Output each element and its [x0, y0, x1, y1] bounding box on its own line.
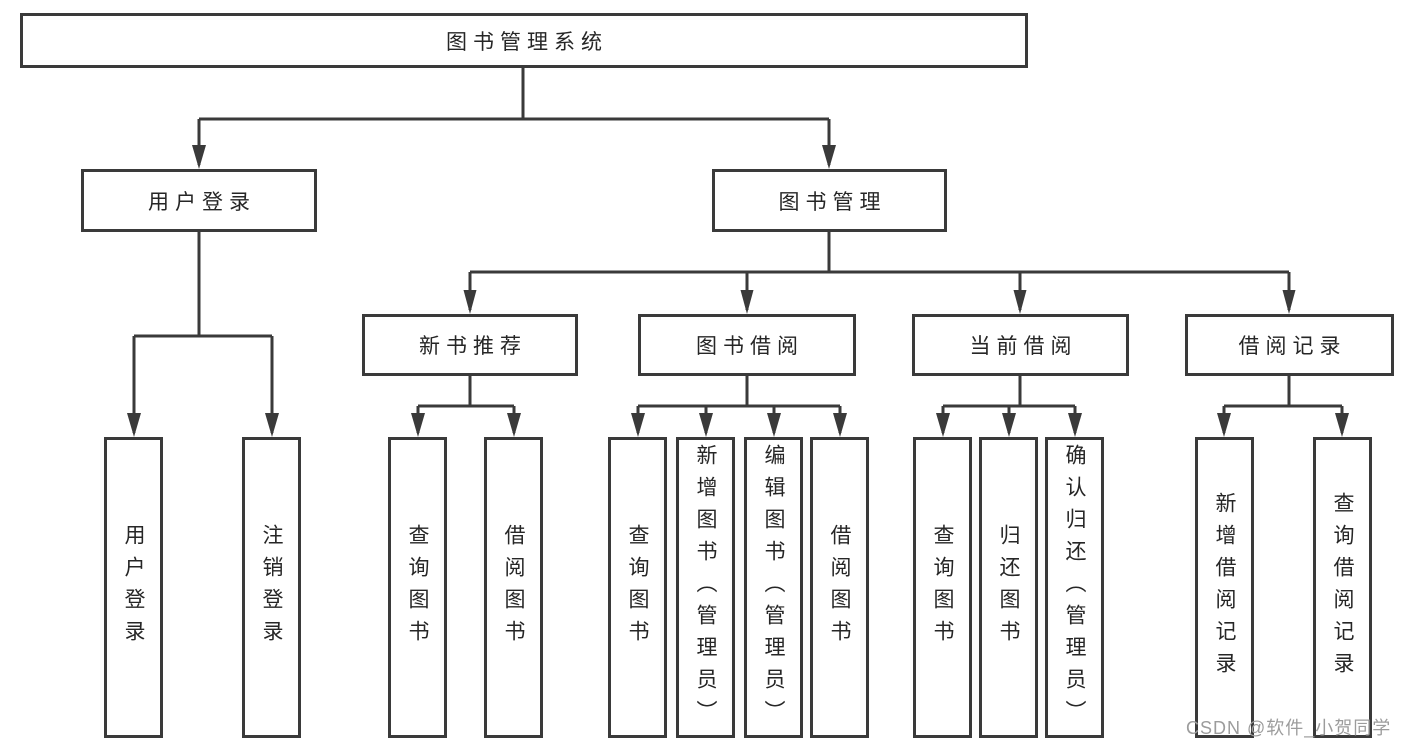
node-query-borrowing-record: 查询借阅记录	[1313, 437, 1372, 738]
node-book-borrowing: 图书借阅	[638, 314, 856, 376]
node-user-login-group: 用户登录	[81, 169, 317, 232]
arrowheads	[127, 145, 1349, 437]
node-confirm-return-admin: 确认归还（管理员）	[1045, 437, 1104, 738]
node-borrow-books-recommend: 借阅图书	[484, 437, 543, 738]
node-new-book-recommendation: 新书推荐	[362, 314, 578, 376]
node-query-books-borrowing: 查询图书	[608, 437, 667, 738]
node-add-borrowing-record: 新增借阅记录	[1195, 437, 1254, 738]
node-query-books-recommend: 查询图书	[388, 437, 447, 738]
node-user-login: 用户登录	[104, 437, 163, 738]
node-current-borrowing: 当前借阅	[912, 314, 1129, 376]
node-book-management: 图书管理	[712, 169, 947, 232]
node-query-books-current: 查询图书	[913, 437, 972, 738]
node-library-management-system: 图书管理系统	[20, 13, 1028, 68]
connector-paths	[132, 68, 1344, 433]
node-borrowing-records: 借阅记录	[1185, 314, 1394, 376]
watermark: CSDN @软件_小贺同学	[1186, 718, 1392, 738]
node-edit-books-admin: 编辑图书（管理员）	[744, 437, 803, 738]
node-borrow-books-borrowing: 借阅图书	[810, 437, 869, 738]
node-logout-login: 注销登录	[242, 437, 301, 738]
node-return-books: 归还图书	[979, 437, 1038, 738]
node-add-books-admin: 新增图书（管理员）	[676, 437, 735, 738]
